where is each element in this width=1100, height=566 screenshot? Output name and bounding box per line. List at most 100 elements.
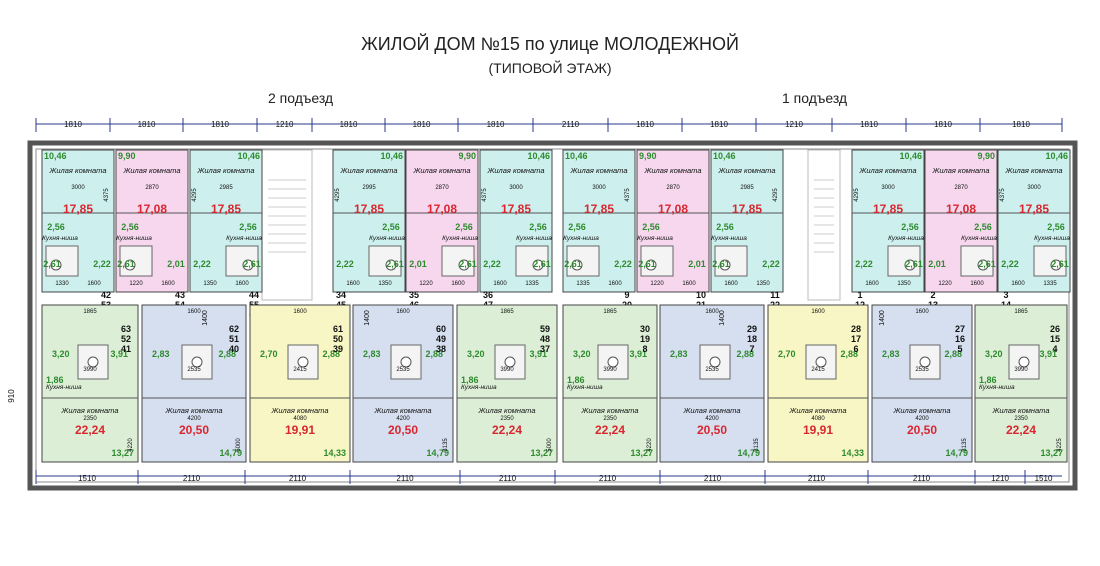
room-height-dim: 4295 xyxy=(773,188,779,202)
apartment-number: 38 xyxy=(436,344,446,354)
bath-dim: 1600 xyxy=(865,281,879,287)
living-area: 10,46 xyxy=(237,151,260,161)
side-dim-value: 910 xyxy=(7,389,16,403)
hall-area: 2,22 xyxy=(193,259,211,269)
kitchen-area: 2,56 xyxy=(382,222,400,232)
living-area: 13,27 xyxy=(1040,448,1063,458)
hall-area: 2,22 xyxy=(93,259,111,269)
apartment-number: 35 xyxy=(409,290,419,300)
toilet-icon xyxy=(458,259,470,271)
room-width-dim: 2870 xyxy=(954,185,968,191)
top-dim-value: 1810 xyxy=(340,120,358,129)
hall-area: 2,83 xyxy=(152,349,170,359)
total-area: 22,24 xyxy=(75,423,105,437)
bottom-dim-value: 2110 xyxy=(704,474,722,483)
hall-area: 2,83 xyxy=(363,349,381,359)
living-area: 10,46 xyxy=(899,151,922,161)
bathroom-block xyxy=(515,245,549,277)
living-room-label: Жилая комната xyxy=(991,406,1049,415)
kitchen-area: 2,56 xyxy=(239,222,257,232)
hall-area: 3,20 xyxy=(985,349,1003,359)
bottom-dim-value: 2110 xyxy=(289,474,307,483)
room-width-dim: 2985 xyxy=(219,185,233,191)
total-area: 17,85 xyxy=(354,202,384,216)
top-dim-value: 1210 xyxy=(785,120,803,129)
bath-dim: 1330 xyxy=(55,281,69,287)
bathroom-block xyxy=(887,245,921,277)
bath-area: 2,61 xyxy=(1051,259,1069,269)
hall-area: 2,70 xyxy=(778,349,796,359)
bath-area: 3,91 xyxy=(1039,349,1057,359)
toilet-icon xyxy=(87,356,99,368)
total-area: 17,08 xyxy=(658,202,688,216)
kitchen-area: 2,56 xyxy=(47,222,65,232)
kitchen-area: 1,86 xyxy=(46,375,64,385)
bottom-dim-value: 2110 xyxy=(183,474,201,483)
bathroom-block xyxy=(960,245,994,277)
living-area: 14,33 xyxy=(323,448,346,458)
toilet-icon xyxy=(1018,356,1030,368)
kitchen-area: 2,56 xyxy=(716,222,734,232)
top-dim-value: 1810 xyxy=(487,120,505,129)
living-area: 9,90 xyxy=(118,151,136,161)
toilet-icon xyxy=(977,259,989,271)
room-height-dim: 5000 xyxy=(547,438,553,452)
room-width-dim: 3000 xyxy=(71,185,85,191)
bath-dim: 1600 xyxy=(396,309,410,315)
room-depth-dim: 4200 xyxy=(187,416,201,422)
corridor-dim: 1400 xyxy=(719,310,726,326)
entrance-2-label: 2 подъезд xyxy=(268,90,334,106)
living-area: 13,27 xyxy=(530,448,553,458)
total-area: 17,85 xyxy=(584,202,614,216)
toilet-icon xyxy=(297,356,309,368)
toilet-icon xyxy=(607,356,619,368)
hall-area: 2,01 xyxy=(409,259,427,269)
apartment-number: 26 xyxy=(1050,324,1060,334)
apartment-number: 49 xyxy=(436,334,446,344)
kitchen-area: 2,56 xyxy=(568,222,586,232)
living-room-label: Жилая комната xyxy=(60,406,118,415)
bath-dim: 1335 xyxy=(576,281,590,287)
bath-dim: 1600 xyxy=(451,281,465,287)
living-room-label: Жилая комната xyxy=(858,166,916,175)
living-area: 14,33 xyxy=(841,448,864,458)
living-room-label: Жилая комната xyxy=(48,166,106,175)
living-area: 10,46 xyxy=(380,151,403,161)
toilet-icon xyxy=(242,259,254,271)
bath-dim: 1600 xyxy=(87,281,101,287)
kitchen-niche-label: Кухня-ниша xyxy=(637,235,673,242)
apartment-number: 8 xyxy=(642,344,647,354)
room-width-dim: 2415 xyxy=(811,367,825,373)
apartment-room xyxy=(249,304,351,463)
bathroom-block xyxy=(225,245,259,277)
living-area: 10,46 xyxy=(713,151,736,161)
room-depth-dim: 4200 xyxy=(915,416,929,422)
apartment-number: 19 xyxy=(640,334,650,344)
living-room-label: Жилая комната xyxy=(682,406,740,415)
room-width-dim: 3000 xyxy=(509,185,523,191)
apartment-number: 63 xyxy=(121,324,131,334)
total-area: 22,24 xyxy=(492,423,522,437)
plan-title: ЖИЛОЙ ДОМ №15 по улице МОЛОДЕЖНОЙ xyxy=(361,34,739,54)
kitchen-niche-label: Кухня-ниша xyxy=(442,235,478,242)
toilet-icon xyxy=(571,259,583,271)
bath-dim: 1600 xyxy=(235,281,249,287)
total-area: 17,08 xyxy=(137,202,167,216)
bath-area: 2,61 xyxy=(386,259,404,269)
room-height-dim: 4220 xyxy=(647,438,653,452)
bath-dim: 1600 xyxy=(811,309,825,315)
apartment-room xyxy=(974,304,1068,463)
kitchen-area: 2,56 xyxy=(121,222,139,232)
apartment-room xyxy=(352,304,454,463)
room-width-dim: 3000 xyxy=(592,185,606,191)
room-depth-dim: 4200 xyxy=(705,416,719,422)
room-width-dim: 2995 xyxy=(362,185,376,191)
apartment-number: 4 xyxy=(1052,344,1057,354)
living-room-label: Жилая комната xyxy=(1004,166,1062,175)
top-dim-value: 1810 xyxy=(64,120,82,129)
top-dim-value: 1210 xyxy=(276,120,294,129)
apartment-number: 36 xyxy=(483,290,493,300)
living-room-label: Жилая комната xyxy=(717,166,775,175)
bottom-dim-value: 2110 xyxy=(499,474,517,483)
bath-dim: 1335 xyxy=(1043,281,1057,287)
